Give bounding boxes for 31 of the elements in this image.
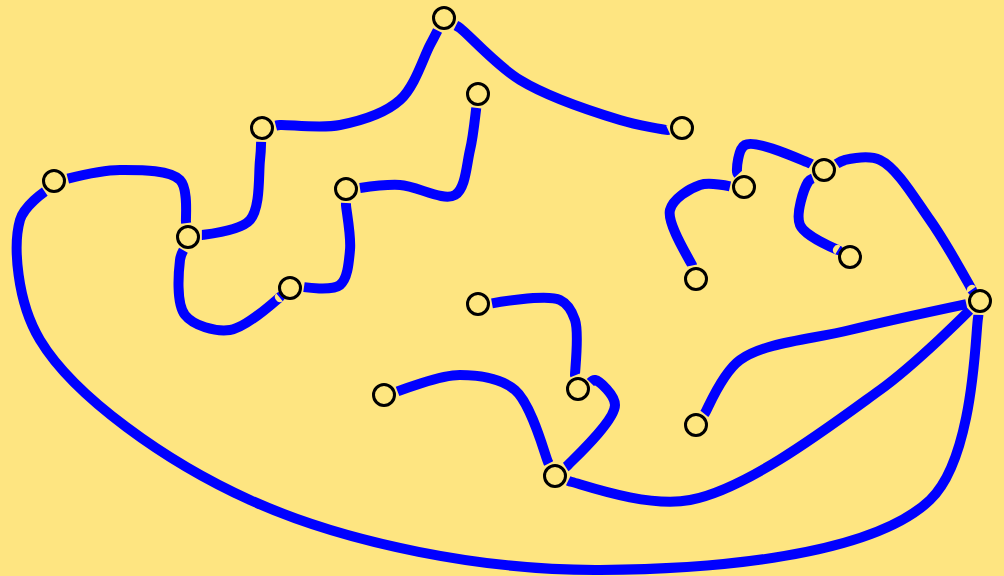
connector-line: [793, 174, 843, 255]
connector-line: [453, 21, 673, 135]
connector-line: [274, 28, 442, 132]
node-circle: [334, 177, 358, 201]
connector-line: [11, 187, 984, 575]
node-circle: [670, 116, 694, 140]
node-circle: [42, 169, 66, 193]
connector-line: [562, 375, 620, 471]
node-circle: [566, 377, 590, 401]
connector-line: [173, 248, 285, 336]
node-circle: [372, 383, 396, 407]
connector-line: [732, 139, 814, 177]
connector-line: [700, 299, 968, 418]
connector-line: [491, 292, 582, 380]
node-circle: [684, 267, 708, 291]
node-circle: [176, 225, 200, 249]
node-circle: [432, 6, 456, 30]
connector-line: [359, 105, 482, 202]
node-circle: [684, 413, 708, 437]
node-circle: [838, 245, 862, 269]
node-circle: [278, 276, 302, 300]
node-circle: [812, 158, 836, 182]
node-circle: [466, 82, 490, 106]
connector-line: [566, 306, 974, 507]
node-circle: [543, 464, 567, 488]
node-circle: [732, 175, 756, 199]
connector-line: [395, 370, 554, 467]
connector-line: [66, 165, 192, 227]
node-circle: [968, 289, 992, 313]
node-circle: [466, 292, 490, 316]
node-circle: [250, 116, 274, 140]
